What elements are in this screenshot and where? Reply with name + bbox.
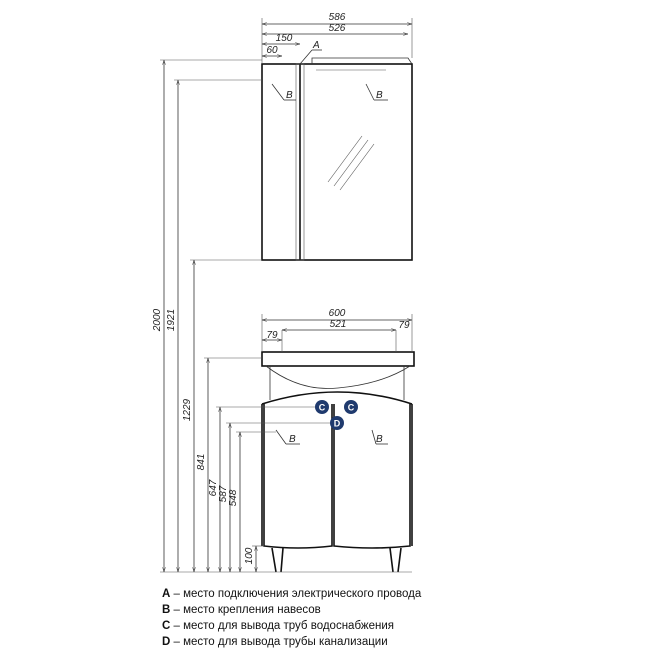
dim-side-top: 150 (276, 33, 293, 44)
b-label-bottom-right: B (376, 434, 383, 445)
dim-total-bottom: 600 (329, 308, 346, 319)
b-markers-top: B B (271, 83, 388, 101)
b-label-bottom-left: B (289, 434, 296, 445)
height-587: 587 (218, 485, 229, 502)
legend-item-b: B – место крепления навесов (162, 604, 321, 616)
height-100: 100 (244, 547, 255, 564)
c-label-right: C (348, 403, 355, 413)
vanity-cabinet (261, 351, 415, 573)
height-841: 841 (196, 454, 207, 471)
dim-body-top: 526 (329, 23, 346, 34)
c-label-left: C (319, 403, 326, 413)
legend-item-a: A – место подключения электрического про… (162, 588, 422, 600)
height-2000: 2000 (152, 308, 163, 332)
height-1229: 1229 (182, 398, 193, 421)
c-marker-right (344, 400, 358, 414)
legend-item-c: C – место для вывода труб водоснабжения (162, 620, 394, 632)
legend-item-d: D – место для вывода трубы канализации (162, 636, 388, 648)
cd-markers: C C D (315, 400, 358, 430)
legend: A – место подключения электрического про… (162, 586, 632, 650)
b-label-top-left: B (286, 90, 293, 101)
point-a-label: A (312, 40, 320, 51)
dim-total-top: 586 (329, 12, 346, 23)
top-dimensions: 586 526 150 60 A (261, 12, 413, 65)
dim-middle-bottom: 521 (330, 319, 347, 330)
d-marker (330, 416, 344, 430)
height-647: 647 (208, 479, 219, 496)
height-548: 548 (228, 489, 239, 506)
dim-left-bottom: 79 (266, 330, 278, 341)
c-marker-left (315, 400, 329, 414)
b-markers-bottom: B B (275, 429, 388, 445)
dim-offset-top: 60 (266, 45, 278, 56)
b-label-top-right: B (376, 90, 383, 101)
height-dimensions: 2000 1921 1229 841 647 587 548 100 (152, 59, 412, 573)
d-label: D (334, 419, 341, 429)
bottom-dimensions: 600 521 79 79 (261, 308, 413, 352)
mirror-cabinet (261, 57, 413, 261)
height-1921: 1921 (166, 309, 177, 331)
dim-right-bottom: 79 (398, 320, 410, 331)
